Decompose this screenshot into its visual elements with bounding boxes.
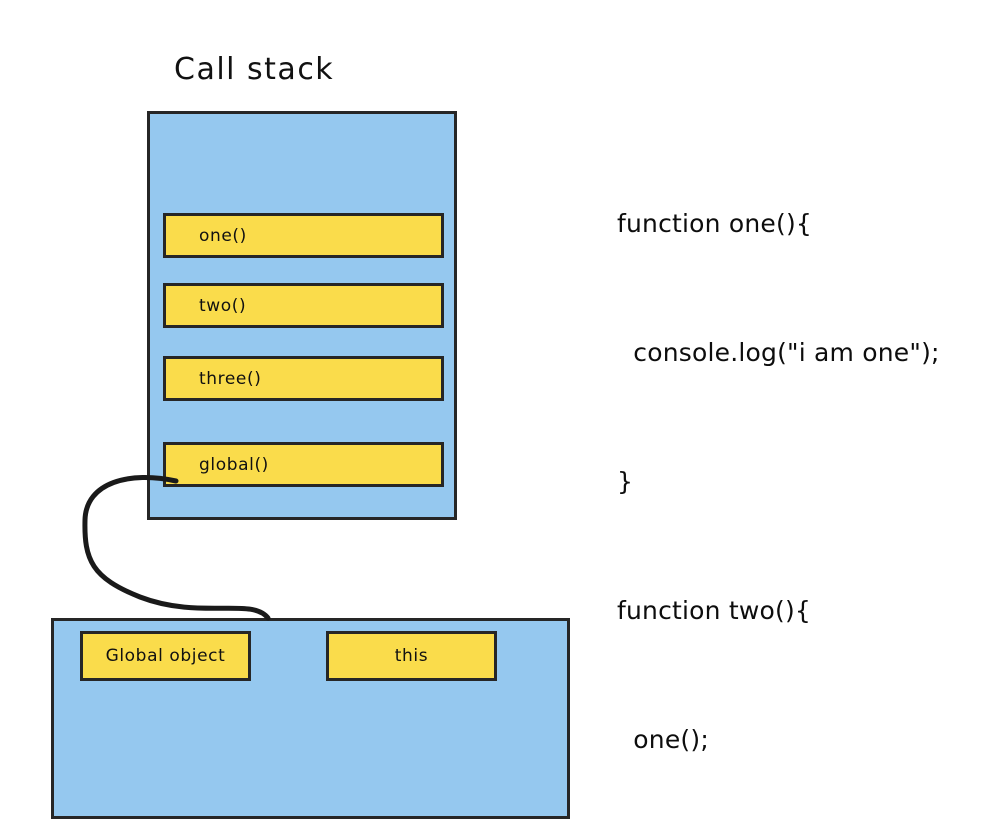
global-object-tile: Global object: [80, 631, 251, 681]
page-title: Call stack: [174, 52, 335, 87]
stack-frame-label: global(): [199, 454, 269, 475]
code-line: function two(){: [617, 596, 812, 625]
stack-frame-three: three(): [163, 356, 444, 401]
stack-frame-label: one(): [199, 225, 247, 246]
stack-frame-two: two(): [163, 283, 444, 328]
stack-frame-label: three(): [199, 368, 262, 389]
this-tile: this: [326, 631, 497, 681]
code-line: console.log("i am one");: [617, 338, 940, 367]
stack-frame-one: one(): [163, 213, 444, 258]
this-tile-label: this: [394, 646, 429, 666]
code-line: }: [617, 467, 634, 496]
global-object-tile-label: Global object: [105, 646, 226, 666]
code-listing: function one(){ console.log("i am one");…: [617, 116, 977, 836]
stack-frame-global: global(): [163, 442, 444, 487]
code-line: one();: [617, 725, 709, 754]
code-line: function one(){: [617, 209, 813, 238]
stack-frame-label: two(): [199, 295, 247, 316]
